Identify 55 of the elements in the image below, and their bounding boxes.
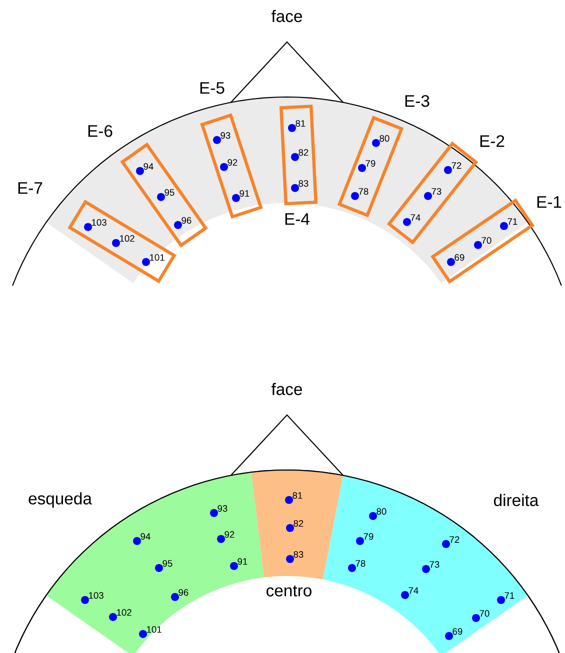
- electrode-number: 74: [408, 587, 418, 594]
- electrode-number: 80: [376, 508, 386, 515]
- face-label: face: [271, 382, 302, 396]
- region-sector: [251, 470, 344, 580]
- electrode-number: 101: [150, 254, 164, 261]
- electrode-number: 91: [240, 190, 250, 197]
- electrode-number: 96: [182, 217, 192, 224]
- electrode-number: 95: [164, 189, 174, 196]
- electrode-number: 73: [430, 561, 440, 568]
- region-label: esqueda: [28, 492, 92, 508]
- electrode-number: 94: [140, 533, 150, 540]
- electrode-number: 82: [298, 149, 308, 156]
- electrode-number: 91: [238, 558, 248, 565]
- region-label: E-5: [200, 82, 224, 94]
- electrode-number: 81: [292, 492, 302, 499]
- electrode-number: 79: [366, 160, 376, 167]
- electrode-number: 72: [452, 162, 462, 169]
- electrode-number: 80: [380, 135, 390, 142]
- electrode-number: 92: [228, 159, 238, 166]
- electrode-number: 78: [356, 560, 366, 567]
- electrode-number: 71: [508, 218, 518, 225]
- electrode-number: 70: [482, 237, 492, 244]
- electrode-number: 79: [364, 533, 374, 540]
- electrode-number: 69: [454, 254, 464, 261]
- electrode-number: 81: [296, 120, 306, 127]
- electrode-number: 82: [294, 520, 304, 527]
- electrode-number: 102: [120, 235, 134, 242]
- electrode-number: 102: [116, 609, 132, 616]
- region-label: E-7: [18, 182, 42, 194]
- electrode-number: 103: [88, 592, 104, 599]
- electrode-number: 94: [144, 163, 154, 170]
- region-label: E-3: [405, 95, 430, 107]
- electrode-number: 92: [224, 531, 234, 538]
- electrode-number: 95: [162, 560, 172, 567]
- electrode-number: 83: [294, 551, 304, 558]
- region-label: E-4: [285, 213, 310, 225]
- electrode-number: 96: [178, 589, 188, 596]
- electrode-number: 93: [220, 132, 230, 139]
- electrode-number: 74: [410, 214, 420, 221]
- region-label: E-2: [480, 135, 504, 147]
- electrode-number: 73: [432, 188, 442, 195]
- region-label: E-6: [88, 125, 112, 137]
- electrode-number: 70: [480, 610, 490, 617]
- electrode-number: 78: [358, 188, 368, 195]
- electrode-number: 93: [218, 505, 228, 512]
- electrode-number: 83: [298, 180, 308, 187]
- face-label: face: [271, 10, 302, 22]
- electrode-number: 101: [146, 626, 162, 633]
- region-label: centro: [266, 586, 312, 596]
- electrode-number: 72: [450, 536, 460, 543]
- region-label: direita: [494, 494, 539, 506]
- region-label: E-1: [537, 196, 562, 208]
- electrode-number: 71: [504, 592, 514, 599]
- electrode-number: 103: [92, 219, 106, 226]
- electrode-number: 69: [452, 628, 462, 635]
